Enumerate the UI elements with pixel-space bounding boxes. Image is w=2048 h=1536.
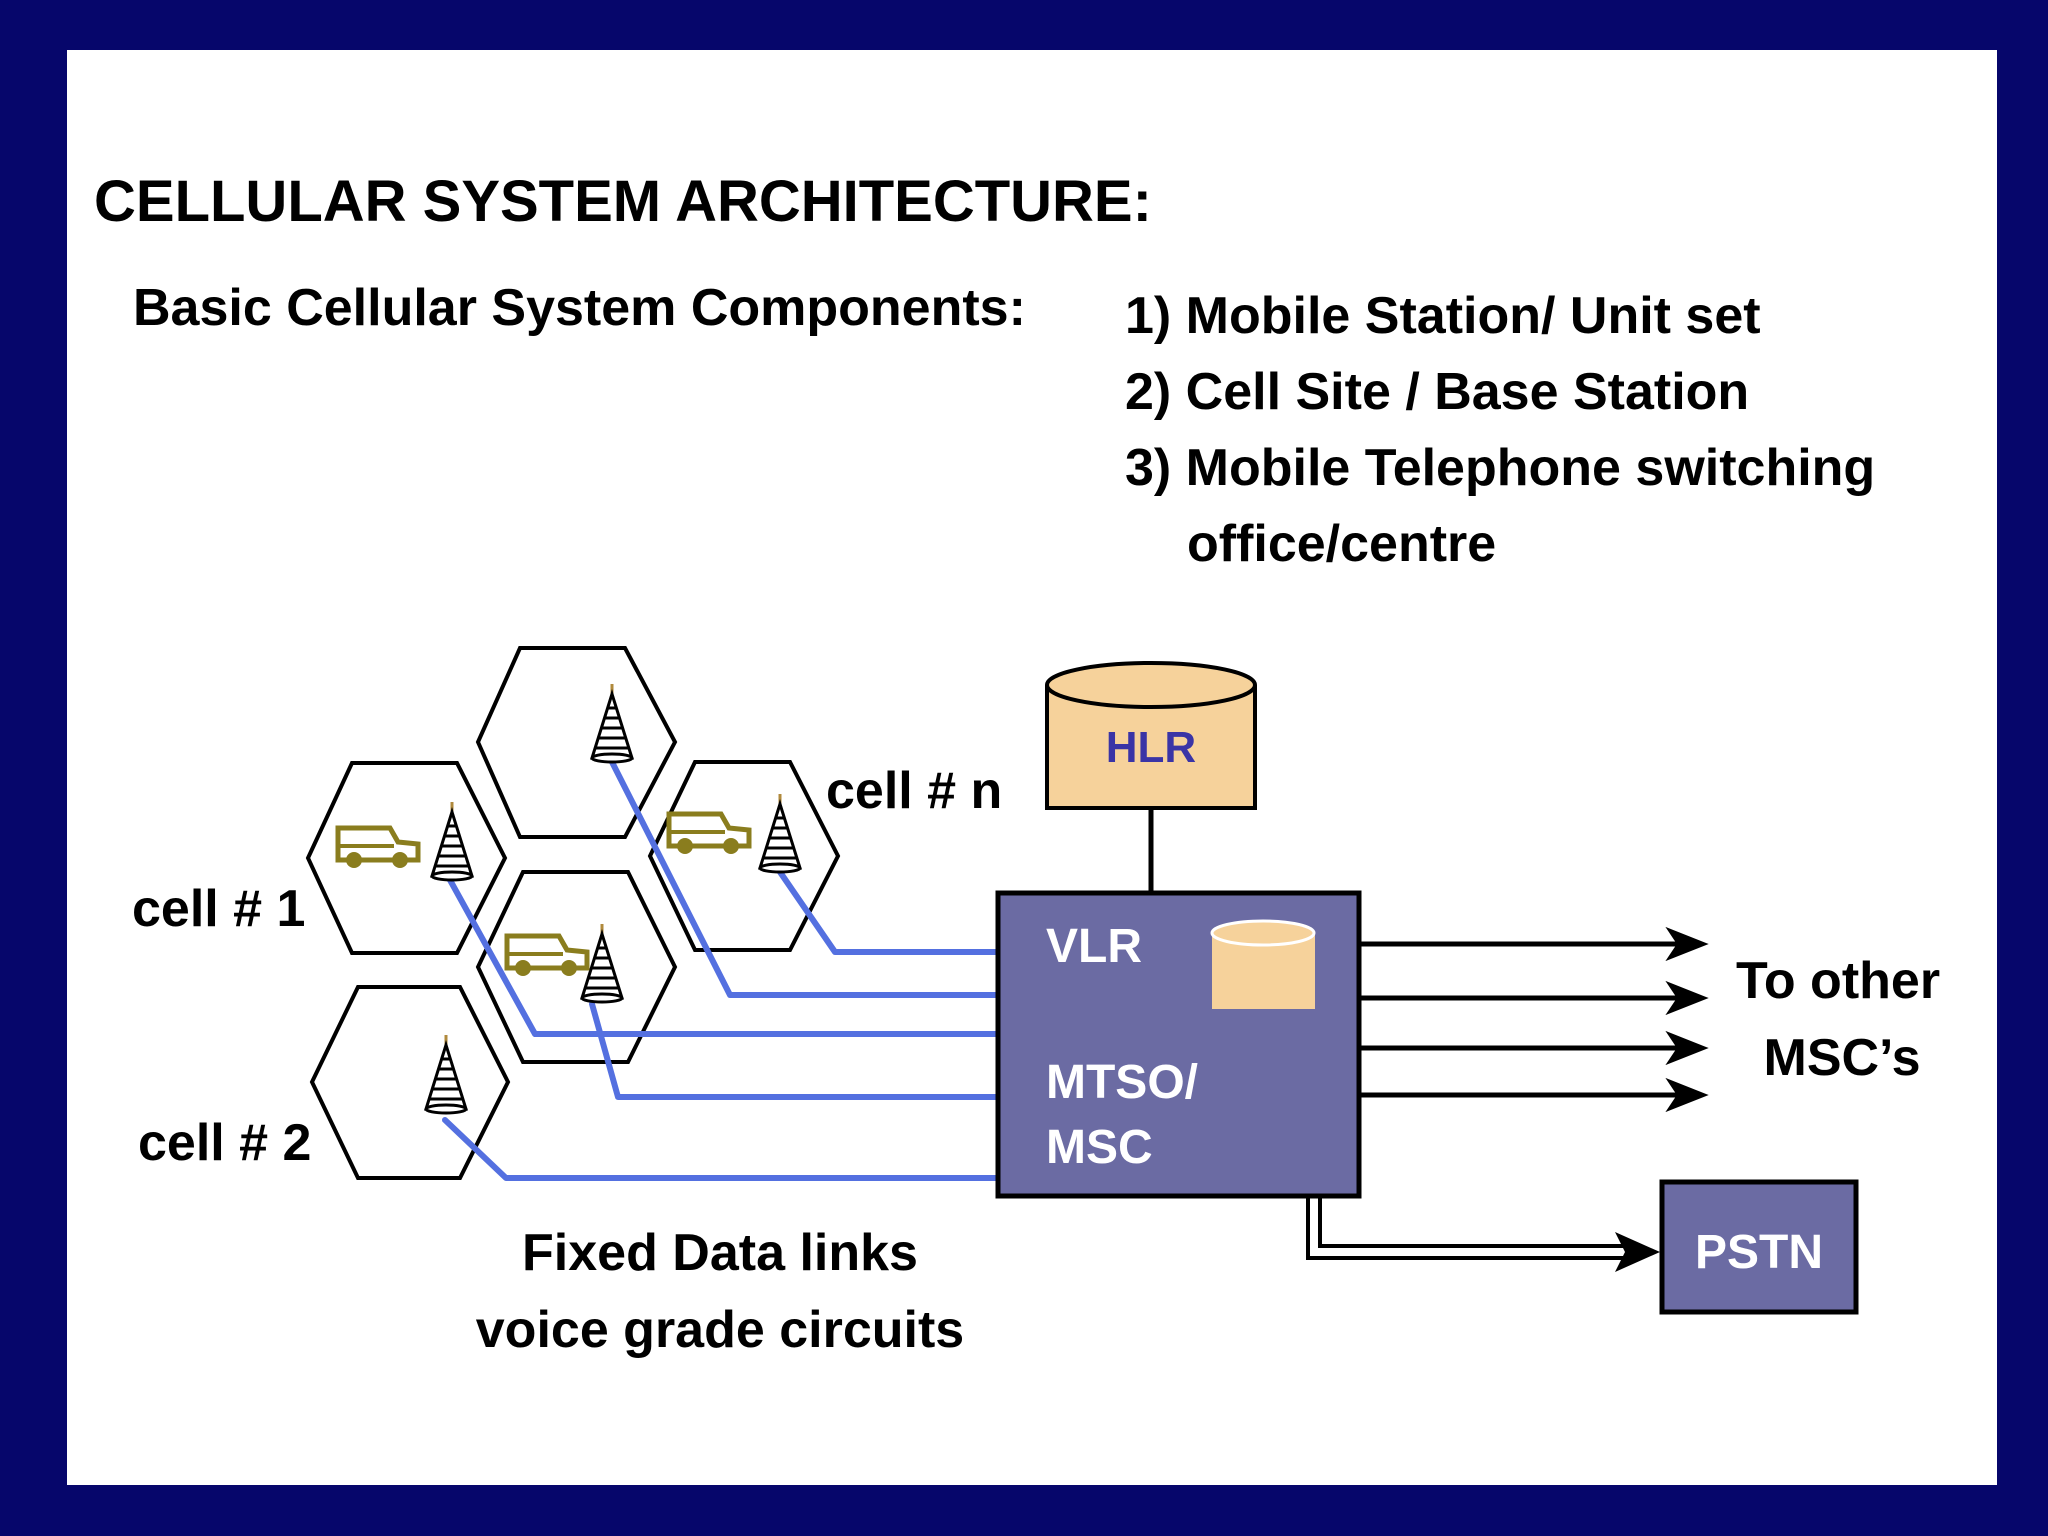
cell-label-2: cell # 2: [138, 1114, 311, 1172]
link-cell-center: [589, 1001, 1001, 1100]
vlr-label: VLR: [1046, 920, 1142, 973]
page-title: CELLULAR SYSTEM ARCHITECTURE:: [94, 169, 1152, 234]
links-caption-line1: Fixed Data links: [522, 1224, 918, 1282]
hlr-label: HLR: [1106, 723, 1196, 772]
pstn-arrowhead: [1615, 1232, 1660, 1272]
cell-hex-n: [647, 760, 841, 952]
link-cell-1: [447, 877, 1001, 1037]
pstn-label: PSTN: [1695, 1226, 1823, 1279]
cell-label-1: cell # 1: [132, 880, 305, 938]
link-cell-n: [777, 869, 1001, 955]
component-item-3-cont: office/centre: [1187, 515, 1497, 573]
other-msc-label-line2: MSC’s: [1764, 1029, 1921, 1087]
hlr-database: HLR: [1045, 661, 1257, 810]
component-item-1: 1) Mobile Station/ Unit set: [1125, 287, 1761, 345]
cell-label-n: cell # n: [826, 762, 1002, 820]
links-caption-line2: voice grade circuits: [476, 1301, 964, 1359]
pstn-connector: [1306, 1196, 1636, 1260]
other-msc-arrows: [1359, 926, 1709, 1113]
link-cell-2: [442, 1117, 1001, 1181]
vlr-database: [1210, 919, 1316, 1009]
link-cell-top: [609, 759, 1001, 998]
other-msc-label-line1: To other: [1736, 952, 1940, 1010]
msc-label-line1: MTSO/: [1046, 1056, 1198, 1109]
component-item-2: 2) Cell Site / Base Station: [1125, 363, 1750, 421]
cell-hex-top: [475, 646, 678, 839]
msc-label-line2: MSC: [1046, 1121, 1153, 1174]
component-item-3: 3) Mobile Telephone switching office/cen…: [1125, 430, 1875, 582]
fixed-data-links: [442, 759, 1001, 1181]
pstn-box: [1659, 1179, 1859, 1315]
components-list: 1) Mobile Station/ Unit set 2) Cell Site…: [1125, 278, 1875, 582]
components-label: Basic Cellular System Components:: [133, 279, 1026, 337]
